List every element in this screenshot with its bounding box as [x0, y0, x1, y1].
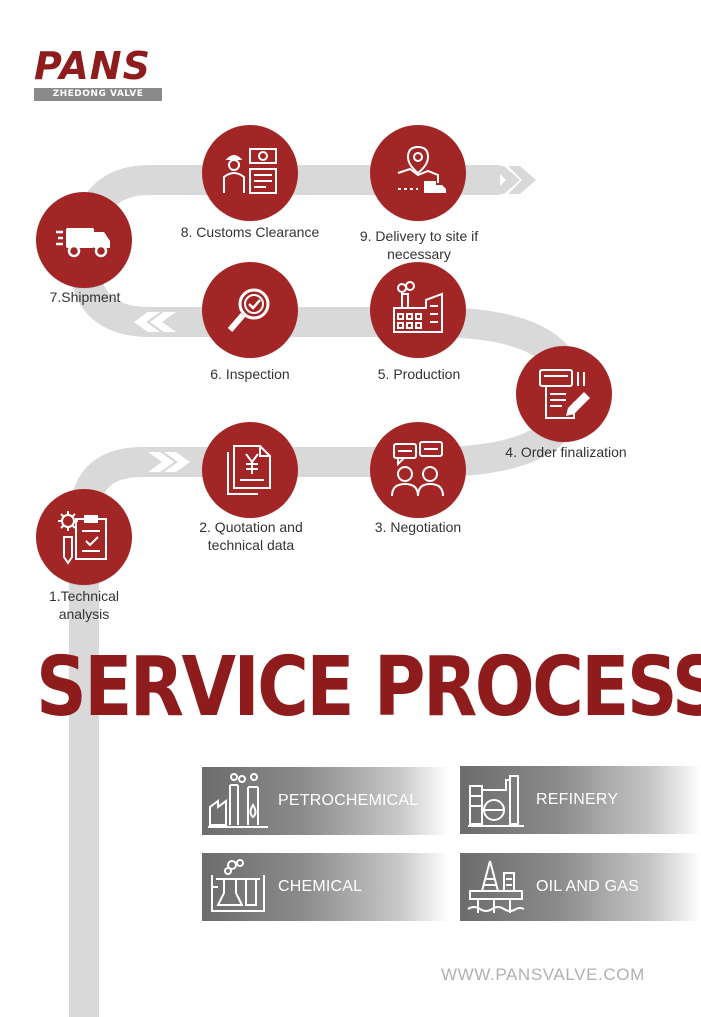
- step-label-production: 5. Production: [377, 366, 461, 382]
- step-shipment-circle: [36, 192, 132, 288]
- quotation-document-icon: [227, 445, 271, 495]
- page-title: SERVICE PROCESS: [36, 640, 701, 735]
- chemical-lab-icon: [211, 859, 265, 912]
- step-quotation-circle: [202, 422, 298, 518]
- negotiation-icon: [391, 441, 444, 497]
- factory-icon: [393, 281, 443, 333]
- step-label-customs: 8. Customs Clearance: [180, 224, 320, 240]
- step-label-negotiation: 3. Negotiation: [374, 519, 462, 535]
- step-label-inspection: 6. Inspection: [210, 366, 290, 382]
- step-order-circle: [516, 346, 612, 442]
- industry-label-oil-and-gas: OIL AND GAS: [536, 878, 639, 895]
- brand-subtitle: ZHEDONG VALVE: [34, 88, 162, 101]
- industry-label-petrochemical: PETROCHEMICAL: [278, 792, 419, 809]
- brand-name: PANS: [34, 44, 151, 88]
- delivery-map-icon: [397, 145, 446, 193]
- step-label-order: 4. Order finalization: [505, 444, 627, 460]
- petrochemical-plant-icon: [208, 773, 268, 828]
- technical-analysis-icon: [58, 511, 107, 565]
- website-url: WWW.PANSVALVE.COM: [441, 965, 645, 984]
- industry-card-oil-and-gas: OIL AND GAS: [460, 853, 701, 921]
- step-negotiation-circle: [370, 422, 466, 518]
- step-label-shipment: 7.Shipment: [49, 289, 121, 305]
- step-delivery-circle: [370, 125, 466, 221]
- step-technical-circle: [36, 489, 132, 585]
- step-customs-circle: [202, 125, 298, 221]
- industry-card-petrochemical: PETROCHEMICAL: [202, 767, 448, 835]
- step-production-circle: [370, 262, 466, 358]
- order-finalization-icon: [539, 369, 590, 419]
- industry-card-refinery: REFINERY: [460, 766, 701, 834]
- industry-label-chemical: CHEMICAL: [278, 878, 363, 895]
- step-inspection-circle: [202, 262, 298, 358]
- customs-officer-icon: [223, 148, 277, 194]
- refinery-icon: [468, 775, 524, 827]
- industry-label-refinery: REFINERY: [536, 791, 619, 808]
- brand-logo: PANS ZHEDONG VALVE: [34, 44, 162, 101]
- oil-rig-icon: [467, 860, 525, 913]
- inspection-magnifier-icon: [227, 288, 270, 332]
- industry-card-chemical: CHEMICAL: [202, 853, 448, 921]
- truck-icon: [56, 228, 110, 258]
